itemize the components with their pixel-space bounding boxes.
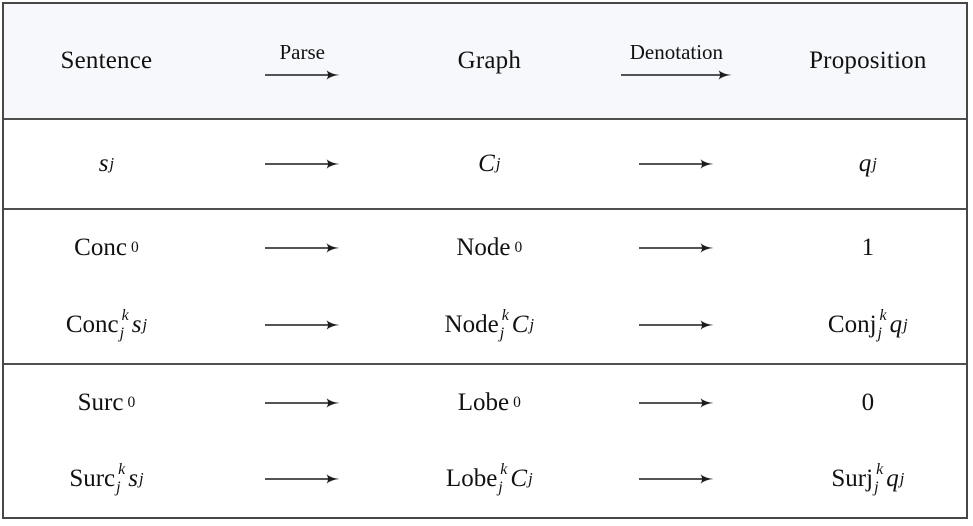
parse-label: Parse xyxy=(279,40,325,64)
right-arrow-icon xyxy=(264,69,341,81)
right-arrow-icon xyxy=(264,473,341,485)
right-arrow-icon xyxy=(264,319,341,331)
column-header-sentence: Sentence xyxy=(4,47,209,75)
right-arrow-icon xyxy=(638,158,715,170)
right-arrow-icon xyxy=(638,397,715,409)
column-header-proposition: Proposition xyxy=(770,47,966,75)
denotation-label: Denotation xyxy=(629,40,724,64)
right-arrow-icon xyxy=(264,242,341,254)
sentence-header-label: Sentence xyxy=(60,47,153,74)
denotation-arrow-group: Denotation xyxy=(583,40,770,82)
header-row: Sentence Parse Graph Denotation Proposit… xyxy=(4,4,966,118)
right-arrow-icon xyxy=(638,319,715,331)
right-arrow-icon xyxy=(264,397,341,409)
column-header-graph: Graph xyxy=(396,47,584,75)
graph-header-label: Graph xyxy=(457,47,522,74)
right-arrow-icon xyxy=(620,69,733,81)
right-arrow-icon xyxy=(638,473,715,485)
proposition-expression: 0 xyxy=(861,389,875,416)
table-frame: Sentence Parse Graph Denotation Proposit… xyxy=(2,2,968,519)
right-arrow-icon xyxy=(638,242,715,254)
proposition-expression: 1 xyxy=(861,234,875,262)
right-arrow-icon xyxy=(264,158,341,170)
parse-arrow-group: Parse xyxy=(209,40,396,82)
proposition-header-label: Proposition xyxy=(809,47,927,74)
